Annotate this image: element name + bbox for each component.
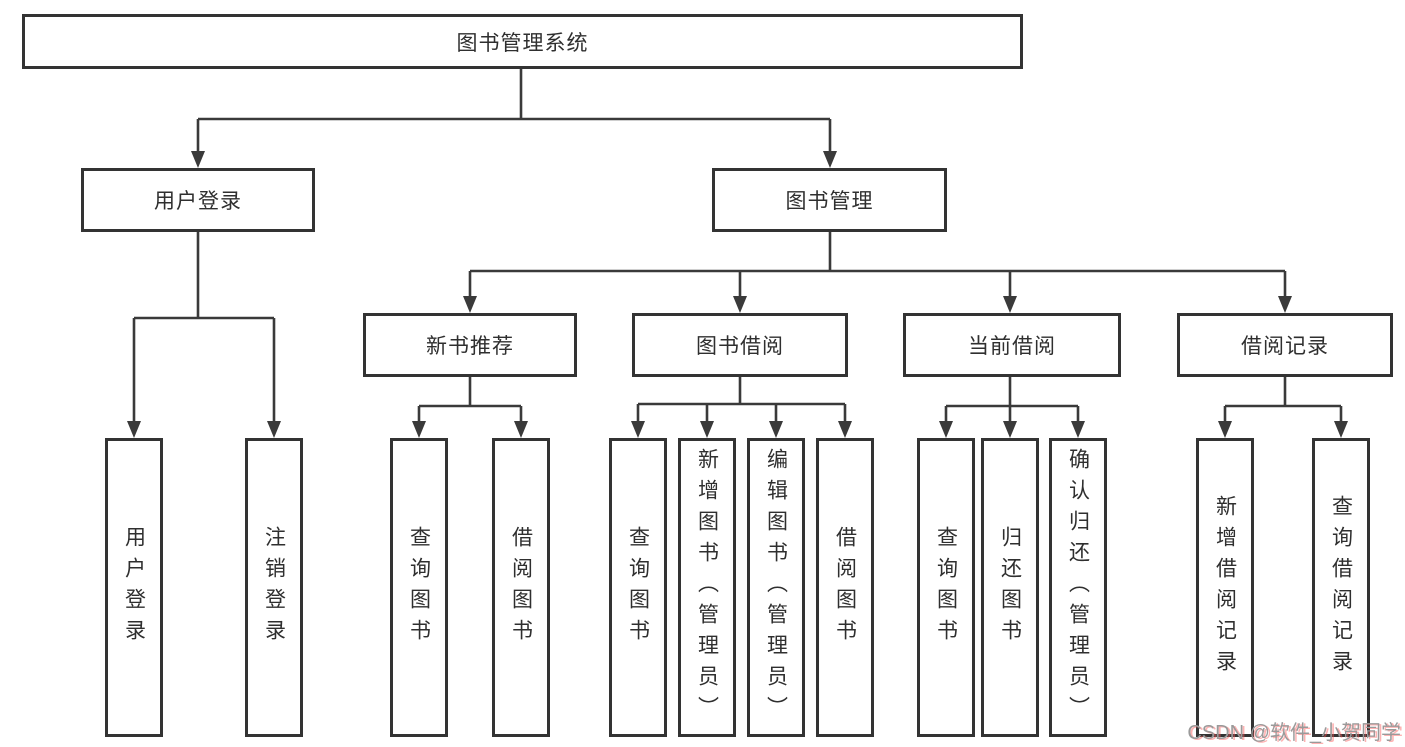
node-new-book-recommend: 新书推荐 (363, 313, 577, 377)
leaf-query-borrow-record: 查询借阅记录 (1312, 438, 1370, 737)
edge-current-borrow-children (944, 377, 1080, 424)
node-label: 查询借阅记录 (1329, 494, 1353, 681)
edge-borrow-records-children (1223, 377, 1343, 424)
node-user-login: 用户登录 (81, 168, 315, 232)
leaf-add-borrow-record: 新增借阅记录 (1196, 438, 1254, 737)
node-label: 编辑图书（管理员） (764, 448, 788, 727)
node-label: 借阅图书 (509, 525, 533, 650)
node-library-system: 图书管理系统 (22, 14, 1023, 69)
edge-root-to-level1 (196, 68, 832, 153)
node-label: 归还图书 (998, 525, 1022, 650)
leaf-edit-books-admin: 编辑图书（管理员） (747, 438, 805, 737)
node-label: 查询图书 (934, 525, 958, 650)
node-label: 当前借阅 (968, 335, 1056, 358)
edge-book-borrow-children (636, 377, 847, 424)
edge-user-login-children (132, 232, 276, 424)
node-label: 新书推荐 (426, 335, 514, 358)
node-label: 借阅记录 (1241, 335, 1329, 358)
node-book-management: 图书管理 (712, 168, 947, 232)
node-label: 图书管理 (785, 190, 874, 213)
leaf-user-login: 用户登录 (105, 438, 163, 737)
node-label: 注销登录 (262, 525, 286, 650)
leaf-add-books-admin: 新增图书（管理员） (678, 438, 736, 737)
leaf-borrow-books-recommend: 借阅图书 (492, 438, 550, 737)
node-book-borrow: 图书借阅 (632, 313, 848, 377)
edge-book-management-children (468, 232, 1287, 299)
node-label: 用户登录 (154, 190, 242, 213)
node-label: 图书借阅 (696, 335, 784, 358)
node-label: 查询图书 (626, 525, 650, 650)
node-borrow-records: 借阅记录 (1177, 313, 1393, 377)
leaf-borrow-books: 借阅图书 (816, 438, 874, 737)
node-label: 新增图书（管理员） (695, 448, 719, 727)
node-label: 查询图书 (407, 525, 431, 650)
leaf-query-books-recommend: 查询图书 (390, 438, 448, 737)
leaf-confirm-return-admin: 确认归还（管理员） (1049, 438, 1107, 737)
node-label: 图书管理系统 (456, 31, 589, 55)
node-current-borrow: 当前借阅 (903, 313, 1121, 377)
node-label: 新增借阅记录 (1213, 494, 1237, 681)
leaf-return-books: 归还图书 (981, 438, 1039, 737)
leaf-query-books-current: 查询图书 (917, 438, 975, 737)
edge-new-book-recommend-children (417, 377, 523, 424)
node-label: 借阅图书 (833, 525, 857, 650)
node-label: 确认归还（管理员） (1066, 448, 1090, 727)
node-label: 用户登录 (122, 525, 146, 650)
csdn-watermark: CSDN @软件_小贺同学 (1187, 722, 1401, 744)
leaf-query-books-borrow: 查询图书 (609, 438, 667, 737)
leaf-logout: 注销登录 (245, 438, 303, 737)
